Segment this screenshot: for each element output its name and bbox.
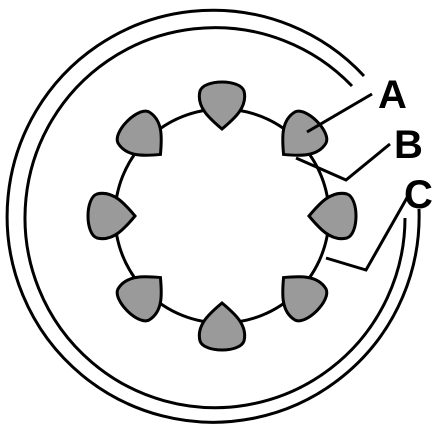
- vascular-bundle: [88, 193, 135, 238]
- vascular-bundle: [199, 303, 244, 350]
- vascular-bundle: [268, 262, 333, 327]
- label-b: B: [394, 123, 423, 167]
- vascular-bundles: [88, 82, 356, 350]
- vascular-bundle: [111, 105, 176, 170]
- label-a: A: [378, 73, 407, 117]
- vascular-bundle: [309, 193, 356, 238]
- vascular-bundle: [199, 82, 244, 129]
- vascular-bundle: [111, 262, 176, 327]
- leader-line-a: [307, 94, 372, 132]
- label-c: C: [404, 173, 432, 217]
